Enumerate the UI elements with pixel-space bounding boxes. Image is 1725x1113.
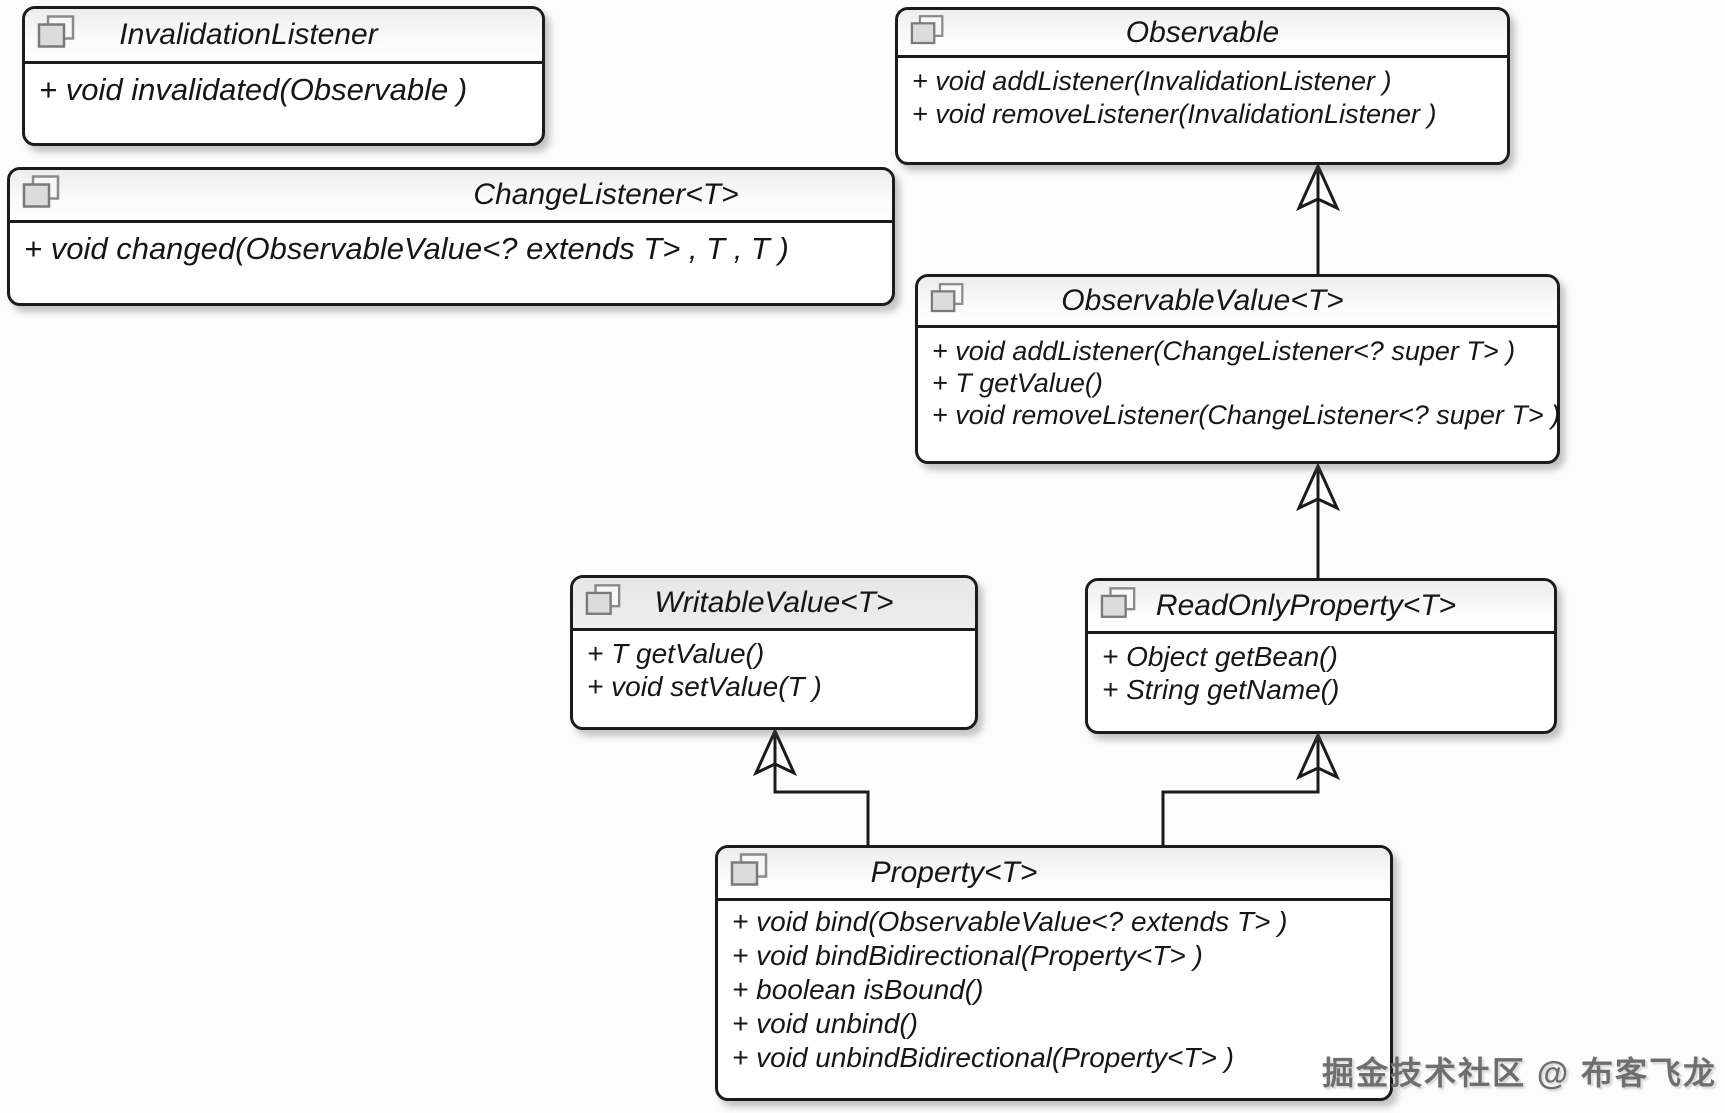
class-header: ChangeListener<T>: [10, 170, 892, 223]
class-name: ReadOnlyProperty<T>: [1155, 589, 1457, 622]
method: + void removeListener(InvalidationListen…: [912, 99, 1437, 129]
method: + void removeListener(ChangeListener<? s…: [932, 400, 1561, 430]
method-list: + void addListener(InvalidationListener …: [898, 58, 1507, 131]
interface-icon: [728, 852, 772, 895]
class-name: WritableValue<T>: [654, 586, 894, 619]
method: + void invalidated(Observable ): [39, 72, 468, 107]
method-list: + void bind(ObservableValue<? extends T>…: [718, 901, 1390, 1075]
method: + void addListener(InvalidationListener …: [912, 66, 1392, 96]
method: + String getName(): [1102, 674, 1340, 705]
method: + void addListener(ChangeListener<? supe…: [932, 336, 1516, 366]
class-header: Observable: [898, 10, 1507, 58]
method-list: + void invalidated(Observable ): [25, 64, 542, 110]
method: + T getValue(): [587, 638, 765, 669]
interface-icon: [928, 282, 968, 321]
method-list: + void changed(ObservableValue<? extends…: [10, 223, 892, 269]
method: + void bindBidirectional(Property<T> ): [732, 940, 1203, 971]
method: + T getValue(): [932, 368, 1103, 398]
generalization-arrow-icon: [1295, 162, 1341, 212]
method: + void setValue(T ): [587, 671, 822, 702]
class-box-observable-value: ObservableValue<T> + void addListener(Ch…: [915, 274, 1560, 464]
class-header: ObservableValue<T>: [918, 277, 1557, 328]
watermark-text: 掘金技术社区 @ 布客飞龙: [1322, 1055, 1717, 1091]
method-list: + void addListener(ChangeListener<? supe…: [918, 328, 1561, 431]
class-header: Property<T>: [718, 848, 1390, 901]
class-name: Observable: [1125, 15, 1280, 49]
class-header: WritableValue<T>: [573, 578, 975, 631]
interface-icon: [908, 13, 948, 52]
class-header: InvalidationListener: [25, 9, 542, 64]
method: + void unbindBidirectional(Property<T> ): [732, 1042, 1234, 1073]
class-box-read-only-property: ReadOnlyProperty<T> + Object getBean() +…: [1085, 578, 1557, 734]
generalization-arrow-icon: [752, 727, 798, 777]
interface-icon: [1098, 586, 1140, 627]
interface-icon: [583, 583, 625, 624]
method: + Object getBean(): [1102, 641, 1338, 672]
class-header: ReadOnlyProperty<T>: [1088, 581, 1554, 634]
method: + void changed(ObservableValue<? extends…: [24, 231, 789, 266]
class-name: Property<T>: [870, 856, 1038, 889]
generalization-arrow-icon: [1295, 462, 1341, 512]
class-name: ChangeListener<T>: [473, 178, 739, 211]
generalization-arrow-icon: [1295, 731, 1341, 781]
class-box-property: Property<T> + void bind(ObservableValue<…: [715, 845, 1393, 1101]
interface-icon: [35, 14, 79, 57]
method-list: + Object getBean() + String getName(): [1088, 634, 1554, 706]
class-box-change-listener: ChangeListener<T> + void changed(Observa…: [7, 167, 895, 306]
interface-icon: [20, 174, 64, 217]
class-box-observable: Observable + void addListener(Invalidati…: [895, 7, 1510, 165]
generalization-line-property-readonlyproperty: [1161, 735, 1320, 847]
method: + void unbind(): [732, 1008, 919, 1039]
generalization-line-property-writablevalue: [773, 731, 870, 847]
class-name: ObservableValue<T>: [1061, 284, 1344, 317]
class-box-invalidation-listener: InvalidationListener + void invalidated(…: [22, 6, 545, 146]
method-list: + T getValue() + void setValue(T ): [573, 631, 975, 703]
method: + boolean isBound(): [732, 974, 984, 1005]
class-box-writable-value: WritableValue<T> + T getValue() + void s…: [570, 575, 978, 730]
class-name: InvalidationListener: [119, 18, 378, 51]
method: + void bind(ObservableValue<? extends T>…: [732, 906, 1288, 937]
